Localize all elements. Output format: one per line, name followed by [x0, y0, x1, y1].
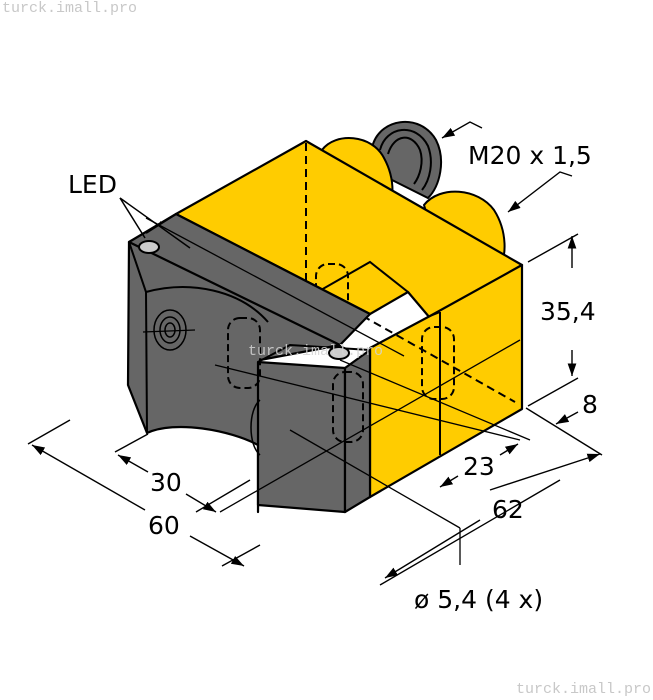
- watermark-center: turck.imall.pro: [248, 343, 383, 360]
- label-overall-depth: 62: [492, 495, 524, 524]
- watermark-top: turck.imall.pro: [2, 0, 138, 17]
- label-height: 35,4: [540, 297, 596, 326]
- led-leaders: [119, 197, 191, 249]
- label-inner-width: 30: [150, 468, 182, 497]
- construction-lines: [145, 217, 531, 565]
- label-overall-width: 60: [148, 511, 180, 540]
- led-indicator-right: [328, 346, 350, 360]
- label-offset: 8: [582, 390, 598, 419]
- dimension-lines: [27, 121, 603, 586]
- label-led: LED: [68, 170, 117, 199]
- label-hole-diameter: ø 5,4 (4 x): [414, 585, 543, 614]
- label-thread: M20 x 1,5: [468, 141, 592, 170]
- label-bracket-depth: 23: [463, 452, 495, 481]
- led-indicator-left: [138, 240, 160, 254]
- cable-gland-rear: [370, 120, 443, 200]
- watermark-bottom: turck.imall.pro: [515, 681, 651, 698]
